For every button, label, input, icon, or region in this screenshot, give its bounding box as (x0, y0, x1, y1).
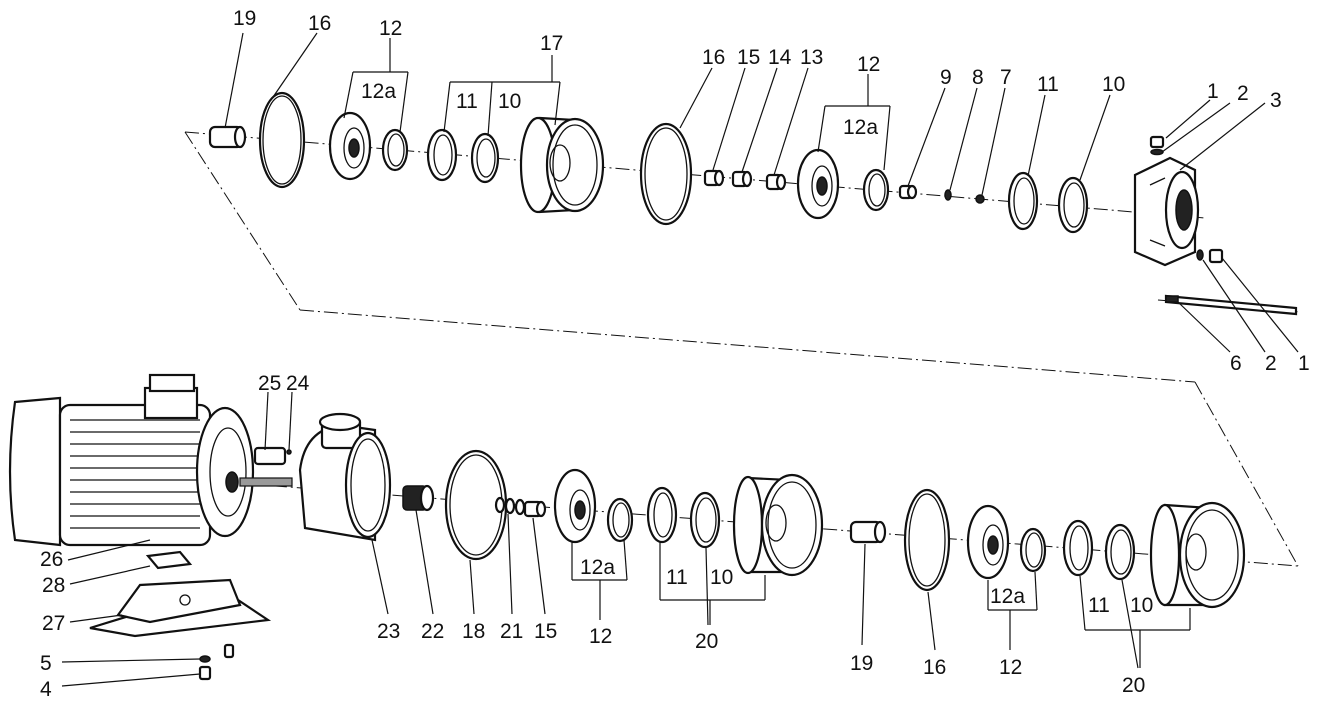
callout-19-top: 19 (233, 7, 256, 30)
callout-12-bottom-left: 12 (589, 625, 612, 648)
part-11-wear-ring-bottom-left (646, 486, 678, 544)
part-20-gasket-bottom-left (689, 491, 721, 549)
callout-2-bottom: 2 (1265, 352, 1277, 375)
callout-12a-bottom-right: 12a (990, 585, 1025, 608)
callout-11-bottom-left: 11 (666, 566, 688, 589)
callout-16-bottom: 16 (923, 656, 946, 679)
part-15-sleeve-bottom (523, 500, 547, 518)
part-10-gasket-top-right (1057, 176, 1089, 234)
part-6-tie-rod (1164, 294, 1298, 316)
callout-11-top-right: 11 (1037, 73, 1059, 96)
part-20-gasket-bottom-right (1104, 523, 1136, 581)
callout-3: 3 (1270, 89, 1282, 112)
callout-19-bottom: 19 (850, 652, 873, 675)
callout-23: 23 (377, 620, 400, 643)
callout-22: 22 (421, 620, 444, 643)
callout-13: 13 (800, 46, 823, 69)
part-24-key (286, 449, 292, 455)
callout-4: 4 (40, 678, 52, 701)
callout-11-bottom-right: 11 (1088, 594, 1110, 617)
part-4-screw (198, 665, 212, 681)
part-12-impeller-top-left (328, 111, 372, 181)
callout-9: 9 (940, 66, 952, 89)
callout-16-top-mid: 16 (702, 46, 725, 69)
callout-1-top: 1 (1207, 80, 1219, 103)
callout-21: 21 (500, 620, 523, 643)
part-23-pump-casing (298, 412, 392, 542)
callout-10-top-right: 10 (1102, 73, 1125, 96)
callout-27: 27 (42, 612, 65, 635)
callout-28: 28 (42, 574, 65, 597)
callout-25: 25 (258, 372, 281, 395)
part-2-seal-bottom (1196, 249, 1204, 261)
part-12-impeller-bottom-left (553, 468, 597, 544)
callout-12a-top-left: 12a (361, 80, 396, 103)
callout-labels: 19 16 12 12a 11 10 17 16 15 14 13 12 12a… (40, 7, 1310, 701)
part-28-spacer (145, 550, 193, 570)
callout-14: 14 (768, 46, 792, 69)
callout-17: 17 (540, 32, 563, 55)
part-16-o-ring-top-left (258, 91, 306, 189)
callout-12a-bottom-left: 12a (580, 556, 615, 579)
part-12a-ring-bottom-right (1019, 527, 1047, 573)
part-19-sleeve-top (208, 125, 247, 149)
leader-lines (61, 32, 1299, 687)
part-3-discharge-head (1133, 156, 1200, 267)
callout-12a-top-right: 12a (843, 116, 878, 139)
callout-15-top: 15 (737, 46, 760, 69)
part-15-sleeve-top (703, 169, 725, 187)
callout-12-top-right: 12 (857, 53, 880, 76)
part-12a-ring-top-right (862, 168, 890, 212)
callout-11-top-left: 11 (456, 90, 478, 113)
part-12-impeller-bottom-right (966, 504, 1010, 580)
callout-12-top-left: 12 (379, 17, 402, 40)
part-16-o-ring-bottom (903, 488, 951, 592)
part-5-washer (199, 643, 235, 663)
part-18-o-ring (444, 449, 508, 561)
part-21-washers (494, 496, 526, 516)
part-8-washer (944, 189, 952, 201)
part-27-base-plate (89, 578, 272, 638)
part-16-o-ring-top-mid (639, 122, 693, 226)
part-12-impeller-top-right (796, 148, 840, 220)
callout-7: 7 (1000, 66, 1012, 89)
callout-12-bottom-right: 12 (999, 656, 1022, 679)
part-12a-ring-top-left (381, 128, 409, 172)
part-17-stage-casing (519, 116, 605, 214)
stage-casing-bottom-right (1149, 501, 1246, 609)
callout-20-bottom-left: 20 (695, 630, 718, 653)
part-9-nut (898, 184, 918, 200)
part-11-wear-ring-top-right (1007, 171, 1039, 231)
part-13-sleeve (765, 173, 787, 191)
part-11-wear-ring-top-left (426, 128, 458, 182)
callout-10-bottom-left: 10 (710, 566, 733, 589)
part-11-wear-ring-bottom-right (1062, 519, 1094, 577)
part-22-mechanical-seal (402, 484, 435, 512)
callout-15-bottom: 15 (534, 620, 557, 643)
callout-10-bottom-right: 10 (1130, 594, 1153, 617)
callout-10-top-left: 10 (498, 90, 521, 113)
callout-26: 26 (40, 548, 63, 571)
part-1-plug-bottom (1208, 248, 1224, 264)
part-25-shaft-sleeve (253, 446, 287, 466)
callout-20-bottom-right: 20 (1122, 674, 1145, 697)
part-2-seal-top (1150, 148, 1164, 156)
callout-24: 24 (286, 372, 310, 395)
callout-1-bottom: 1 (1298, 352, 1310, 375)
callout-8: 8 (972, 66, 984, 89)
part-7-nut-small (975, 194, 985, 204)
part-1-plug-top (1149, 135, 1165, 149)
callout-16-top-left: 16 (308, 12, 331, 35)
callout-6: 6 (1230, 352, 1242, 375)
stage-casing-bottom-left (732, 473, 824, 577)
part-26-motor (8, 373, 293, 547)
part-10-gasket-top-left (470, 132, 500, 184)
part-14-sleeve (731, 170, 753, 188)
part-19-sleeve-bottom (849, 520, 887, 544)
callout-5: 5 (40, 652, 52, 675)
callout-18: 18 (462, 620, 485, 643)
callout-2-top: 2 (1237, 82, 1249, 105)
part-12a-ring-bottom-left (606, 497, 634, 543)
